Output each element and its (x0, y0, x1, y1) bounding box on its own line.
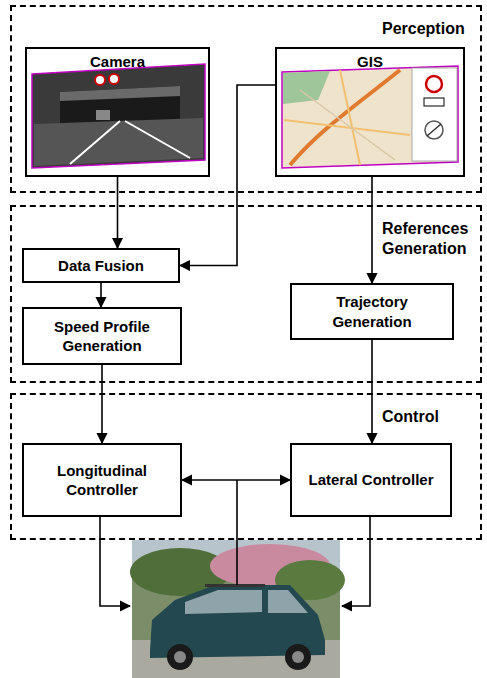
box-label: Camera (90, 52, 145, 72)
map-image (282, 66, 458, 168)
connector-arrow (100, 283, 102, 307)
box-label: Lateral Controller (308, 470, 433, 490)
process-box: Trajectory Generation (290, 283, 454, 340)
region-label: Control (382, 407, 474, 427)
sensor-box: Camera (25, 47, 210, 177)
region-band: ControlLongitudinal Controller Lateral Co… (10, 393, 482, 540)
connector-arrow (182, 479, 290, 481)
region-band: References GenerationData FusionSpeed Pr… (10, 205, 482, 383)
process-box: Speed Profile Generation (22, 307, 182, 365)
controller-box: Lateral Controller (290, 443, 452, 517)
box-label: Trajectory Generation (296, 292, 448, 331)
camera-image (32, 64, 205, 168)
connector-arrow (101, 365, 103, 443)
box-label: Data Fusion (58, 256, 144, 276)
sensor-box: GIS (275, 47, 465, 177)
region-band: PerceptionCamera GIS (10, 5, 482, 193)
process-box: Data Fusion (22, 248, 180, 283)
box-label: Speed Profile Generation (28, 317, 176, 356)
box-label: GIS (357, 52, 383, 72)
region-label: References Generation (382, 219, 474, 259)
region-label: Perception (382, 19, 474, 39)
connector-arrow (117, 177, 119, 248)
connector-arrow (371, 340, 373, 443)
controller-box: Longitudinal Controller (22, 443, 182, 517)
box-label: Longitudinal Controller (28, 461, 176, 500)
